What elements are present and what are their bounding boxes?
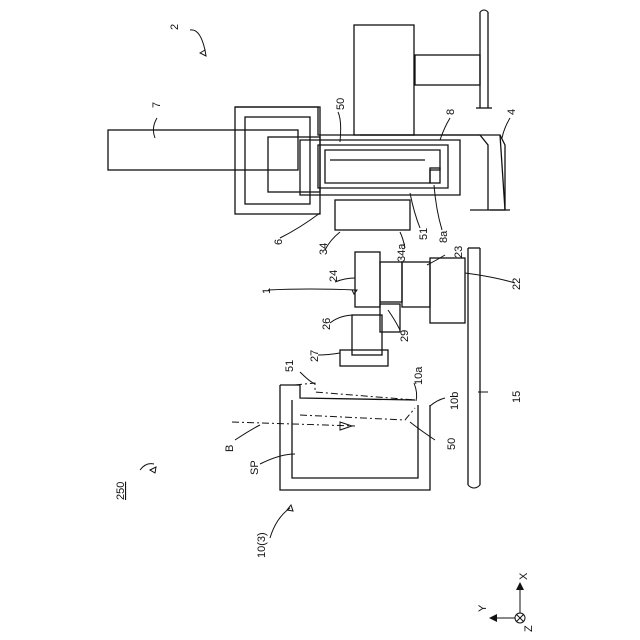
frame-4 xyxy=(354,10,510,210)
label-24: 24 xyxy=(328,270,340,282)
label-250: 250 xyxy=(115,482,127,500)
leaders xyxy=(140,30,515,538)
axis-z-label: Z xyxy=(523,625,535,632)
label-10a: 10a xyxy=(413,366,425,385)
label-23: 23 xyxy=(453,246,465,258)
label-51-low: 51 xyxy=(284,360,296,372)
label-8: 8 xyxy=(445,109,457,115)
label-50-low: 50 xyxy=(446,438,458,450)
label-10b: 10b xyxy=(449,392,461,410)
axis-y-label: Y xyxy=(477,604,489,612)
axis-x-label: X xyxy=(518,572,530,580)
label-8a: 8a xyxy=(438,230,450,243)
coordinate-axes: X Y Z xyxy=(477,572,535,632)
tool-assembly-1 xyxy=(340,252,465,366)
rail-15 xyxy=(468,248,480,488)
label-29: 29 xyxy=(399,330,411,342)
label-34a: 34a xyxy=(396,243,408,262)
label-22: 22 xyxy=(511,278,523,290)
container-10 xyxy=(232,383,430,490)
label-7: 7 xyxy=(151,102,163,108)
label-34: 34 xyxy=(318,243,330,255)
label-B: B xyxy=(224,445,236,452)
label-26: 26 xyxy=(321,318,333,330)
label-6: 6 xyxy=(273,239,285,245)
label-4: 4 xyxy=(506,109,518,115)
arrowheads xyxy=(150,50,357,511)
label-50-top: 50 xyxy=(335,98,347,110)
label-15: 15 xyxy=(511,391,523,403)
label-10-3: 10(3) xyxy=(256,532,268,558)
label-1: 1 xyxy=(261,288,273,294)
label-SP: SP xyxy=(249,460,261,475)
label-2: 2 xyxy=(169,24,181,30)
label-51-top: 51 xyxy=(418,228,430,240)
label-27: 27 xyxy=(309,350,321,362)
